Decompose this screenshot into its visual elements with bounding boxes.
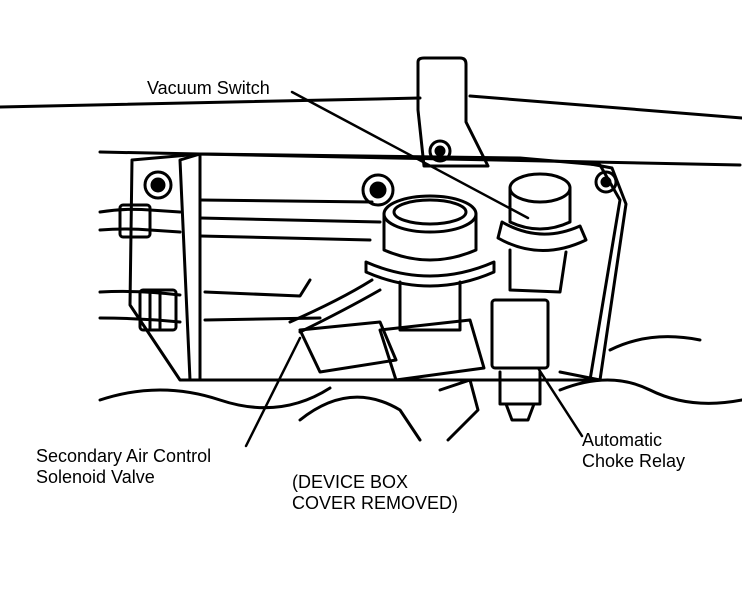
right-bracket <box>558 160 628 382</box>
box-bolt <box>361 173 395 207</box>
vacuum-switch-label: Vacuum Switch <box>147 78 270 99</box>
pipe <box>203 278 312 298</box>
device-box-line2: COVER REMOVED) <box>292 493 459 513</box>
vacuum-switch-text: Vacuum Switch <box>147 78 270 98</box>
secondary-air-label: Secondary Air Control Solenoid Valve <box>36 446 211 488</box>
choke-relay-line2: Choke Relay <box>582 451 686 471</box>
right-bolt <box>600 176 612 188</box>
valve-top-inner <box>392 198 468 226</box>
relay-wire <box>504 402 536 422</box>
bolt <box>434 145 446 157</box>
choke-relay-line1: Automatic <box>582 430 663 450</box>
vacuum-switch-body <box>508 186 572 231</box>
device-box-label: (DEVICE BOX COVER REMOVED) <box>292 472 458 514</box>
device-box <box>178 152 622 382</box>
secondary-air-line1: Secondary Air Control <box>36 446 212 466</box>
vacuum-switch-top <box>508 172 572 204</box>
body-contour <box>608 335 702 352</box>
leader-secondary-air <box>244 336 302 448</box>
body-contour <box>298 395 422 442</box>
solenoid-body <box>378 318 486 382</box>
leader-choke-relay <box>536 366 584 438</box>
connector <box>118 203 152 239</box>
box-rail <box>198 216 382 224</box>
box-rail <box>198 234 372 242</box>
right-bolt <box>594 170 618 194</box>
frame-line <box>468 94 742 120</box>
valve-body <box>382 212 478 262</box>
body-contour <box>558 378 742 405</box>
vacuum-switch-clamp <box>496 220 588 252</box>
choke-relay <box>490 298 550 370</box>
valve-flange <box>364 260 496 288</box>
frame-line <box>0 96 422 109</box>
pipe <box>203 316 322 322</box>
valve-stem <box>398 280 462 332</box>
left-bolt <box>143 170 173 200</box>
box-bolt <box>369 181 387 199</box>
connector <box>138 288 178 332</box>
leader-vacuum-switch <box>290 90 530 220</box>
bolt <box>428 139 452 163</box>
box-rail <box>198 198 374 204</box>
body-contour <box>438 378 480 442</box>
secondary-air-line2: Solenoid Valve <box>36 467 155 487</box>
body-contour <box>98 386 332 410</box>
switch-lower <box>508 248 568 294</box>
hose <box>98 227 182 234</box>
hose <box>98 207 182 214</box>
vacuum-hose <box>288 278 374 324</box>
left-bolt <box>150 177 166 193</box>
relay-plug <box>498 370 542 406</box>
device-box-line1: (DEVICE BOX <box>292 472 409 492</box>
mounting-tab <box>416 56 490 168</box>
solenoid-block <box>298 320 398 374</box>
choke-relay-label: Automatic Choke Relay <box>582 430 685 472</box>
